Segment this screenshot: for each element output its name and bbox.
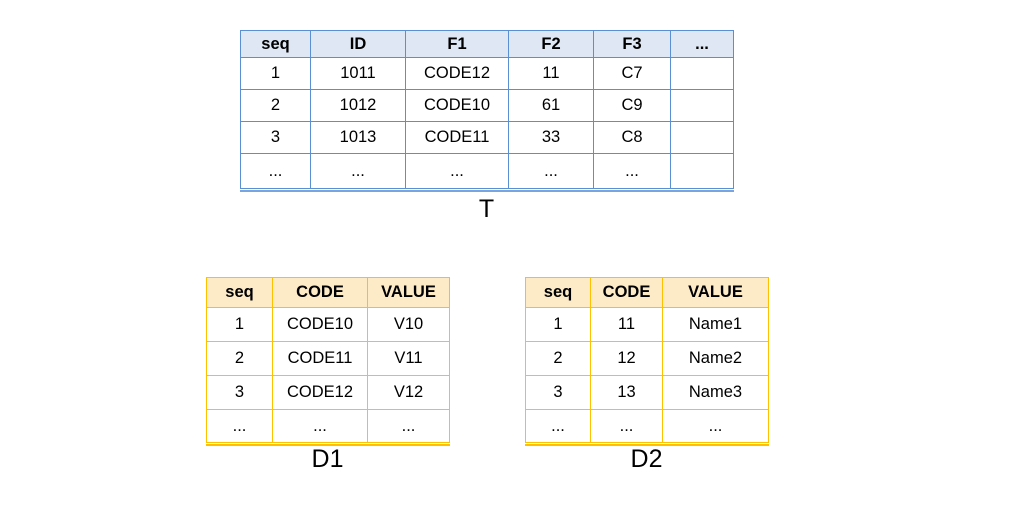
table-header-row: seq ID F1 F2 F3 ... <box>240 30 734 58</box>
cell-seq: 2 <box>240 89 311 122</box>
cell-value: V10 <box>367 307 450 342</box>
cell-value: ... <box>367 409 450 443</box>
cell-f2: 33 <box>508 121 594 154</box>
table-row-ellipsis: ... ... ... <box>525 409 769 443</box>
table-bottom-rule <box>240 190 734 192</box>
table-bottom-rule <box>206 444 450 446</box>
cell-seq: 1 <box>525 307 591 342</box>
cell-f1: CODE11 <box>405 121 509 154</box>
cell-f2: ... <box>508 153 594 189</box>
column-header-seq: seq <box>240 30 311 58</box>
table-t: seq ID F1 F2 F3 ... 1 1011 CODE12 11 C7 <box>240 30 734 192</box>
cell-f3: ... <box>593 153 671 189</box>
cell-more <box>670 121 734 154</box>
cell-value: Name3 <box>662 375 769 410</box>
cell-seq: 3 <box>206 375 273 410</box>
column-header-code: CODE <box>590 277 663 308</box>
cell-value: V12 <box>367 375 450 410</box>
table-d2-grid: seq CODE VALUE 1 11 Name1 2 12 Name2 3 <box>525 277 769 443</box>
table-t-caption: T <box>478 195 495 223</box>
table-d1-caption: D1 <box>311 445 344 473</box>
cell-seq: 3 <box>240 121 311 154</box>
cell-seq: ... <box>240 153 311 189</box>
cell-value: V11 <box>367 341 450 376</box>
cell-id: 1013 <box>310 121 406 154</box>
table-header-row: seq CODE VALUE <box>206 277 450 308</box>
cell-seq: 2 <box>206 341 273 376</box>
cell-f1: CODE12 <box>405 57 509 90</box>
table-t-grid: seq ID F1 F2 F3 ... 1 1011 CODE12 11 C7 <box>240 30 734 189</box>
cell-value: Name1 <box>662 307 769 342</box>
cell-code: CODE11 <box>272 341 368 376</box>
cell-seq: 2 <box>525 341 591 376</box>
column-header-more: ... <box>670 30 734 58</box>
cell-seq: ... <box>525 409 591 443</box>
cell-more <box>670 57 734 90</box>
column-header-f2: F2 <box>508 30 594 58</box>
cell-code: 11 <box>590 307 663 342</box>
cell-f3: C8 <box>593 121 671 154</box>
table-d1-grid: seq CODE VALUE 1 CODE10 V10 2 CODE11 V11… <box>206 277 450 443</box>
table-row: 1 CODE10 V10 <box>206 307 450 342</box>
table-row: 2 CODE11 V11 <box>206 341 450 376</box>
cell-id: ... <box>310 153 406 189</box>
table-header-row: seq CODE VALUE <box>525 277 769 308</box>
cell-f3: C9 <box>593 89 671 122</box>
table-row-ellipsis: ... ... ... ... ... <box>240 153 734 189</box>
column-header-f1: F1 <box>405 30 509 58</box>
cell-f1: ... <box>405 153 509 189</box>
column-header-value: VALUE <box>367 277 450 308</box>
table-row: 3 13 Name3 <box>525 375 769 410</box>
cell-code: CODE12 <box>272 375 368 410</box>
column-header-code: CODE <box>272 277 368 308</box>
table-d2: seq CODE VALUE 1 11 Name1 2 12 Name2 3 <box>525 277 769 446</box>
cell-value: Name2 <box>662 341 769 376</box>
cell-id: 1011 <box>310 57 406 90</box>
table-bottom-rule <box>525 444 769 446</box>
table-row: 1 1011 CODE12 11 C7 <box>240 57 734 90</box>
cell-seq: 1 <box>206 307 273 342</box>
cell-value: ... <box>662 409 769 443</box>
cell-f1: CODE10 <box>405 89 509 122</box>
cell-code: ... <box>272 409 368 443</box>
cell-more <box>670 153 734 189</box>
column-header-id: ID <box>310 30 406 58</box>
table-row-ellipsis: ... ... ... <box>206 409 450 443</box>
cell-seq: 1 <box>240 57 311 90</box>
column-header-seq: seq <box>525 277 591 308</box>
cell-code: 12 <box>590 341 663 376</box>
column-header-value: VALUE <box>662 277 769 308</box>
cell-seq: 3 <box>525 375 591 410</box>
table-d2-caption: D2 <box>630 445 663 473</box>
table-row: 3 CODE12 V12 <box>206 375 450 410</box>
column-header-f3: F3 <box>593 30 671 58</box>
table-row: 1 11 Name1 <box>525 307 769 342</box>
table-row: 2 12 Name2 <box>525 341 769 376</box>
table-row: 3 1013 CODE11 33 C8 <box>240 121 734 154</box>
cell-id: 1012 <box>310 89 406 122</box>
cell-more <box>670 89 734 122</box>
table-d1: seq CODE VALUE 1 CODE10 V10 2 CODE11 V11… <box>206 277 450 446</box>
cell-code: CODE10 <box>272 307 368 342</box>
cell-code: 13 <box>590 375 663 410</box>
cell-seq: ... <box>206 409 273 443</box>
column-header-seq: seq <box>206 277 273 308</box>
cell-code: ... <box>590 409 663 443</box>
cell-f3: C7 <box>593 57 671 90</box>
table-row: 2 1012 CODE10 61 C9 <box>240 89 734 122</box>
cell-f2: 11 <box>508 57 594 90</box>
cell-f2: 61 <box>508 89 594 122</box>
